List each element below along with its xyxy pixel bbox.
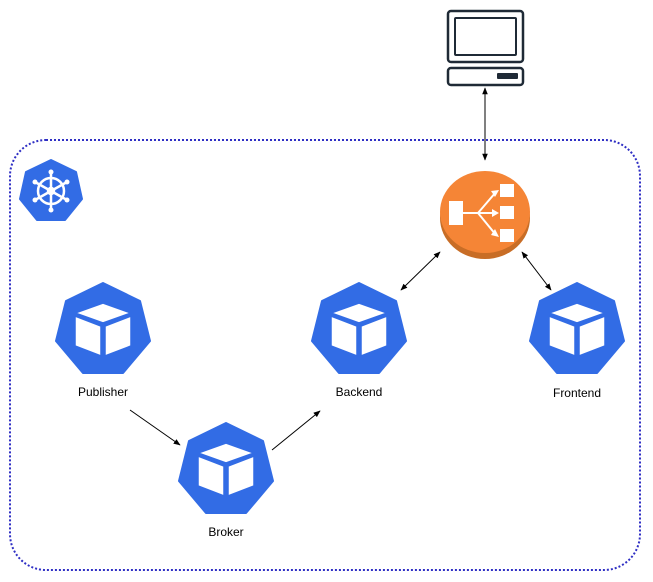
kubernetes-helm-icon [19,159,83,221]
computer-terminal-icon [446,9,525,87]
edge-broker-backend [271,410,321,451]
backend-label: Backend [335,385,383,399]
broker-label: Broker [208,525,244,539]
edge-loadbalancer-backend [400,251,441,291]
cluster-boundary [9,139,641,571]
publisher-label: Publisher [77,385,129,399]
edge-loadbalancer-frontend [521,251,552,291]
publisher-pod-icon [55,282,151,374]
load-balancer-icon [440,171,530,259]
backend-pod-icon [311,282,407,374]
edge-publisher-broker [129,409,181,446]
broker-pod-icon [178,422,274,514]
frontend-pod-icon [529,282,625,374]
frontend-label: Frontend [552,386,602,400]
